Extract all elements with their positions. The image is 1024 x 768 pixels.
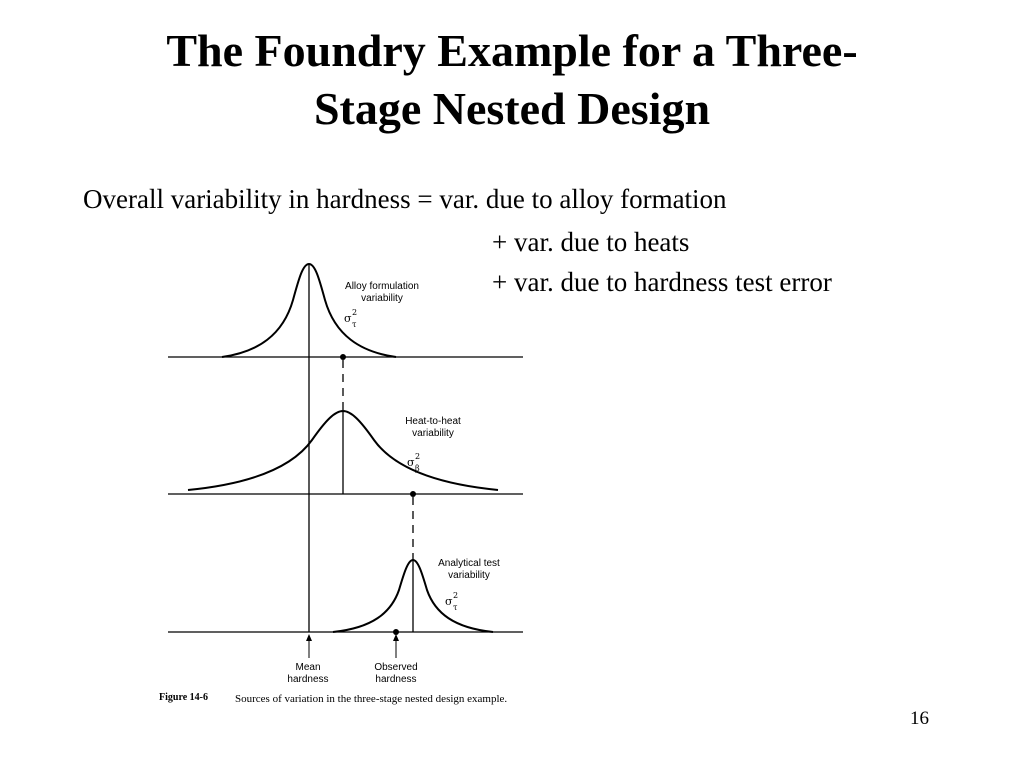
equation-line-2: + var. due to heats	[492, 227, 690, 257]
panel-2-sigma: σ	[407, 456, 415, 469]
panel-3-sigma: σ	[445, 595, 453, 608]
panel-2-sigma-sup: 2	[415, 452, 420, 461]
panel-3-sigma-sub: τ	[453, 603, 458, 612]
observed-hardness-dot	[393, 629, 399, 635]
page-number: 16	[910, 708, 929, 729]
panel-1-label-line-1: Alloy formulation	[345, 281, 419, 292]
panel-2-sigma-sub: β	[415, 464, 420, 473]
figure-caption: Sources of variation in the three-stage …	[235, 693, 507, 705]
slide-title-line-1: The Foundry Example for a Three-	[166, 25, 858, 76]
panel-2-label-line-2: variability	[412, 428, 454, 439]
panel-2-sample-dot	[410, 491, 416, 497]
observed-arrow-icon	[393, 634, 399, 641]
panel-2-label-line-1: Heat-to-heat	[405, 416, 461, 427]
panel-1-sigma-sub: τ	[352, 320, 357, 329]
mean-arrow-icon	[306, 634, 312, 641]
slide-title: The Foundry Example for a Three- Stage N…	[0, 22, 1024, 138]
panel-3-label-line-2: variability	[448, 570, 490, 581]
slide-title-line-2: Stage Nested Design	[313, 83, 711, 134]
figure-number: Figure 14-6	[159, 692, 208, 703]
equation-line-3: + var. due to hardness test error	[492, 267, 832, 297]
observed-hardness-label-line-1: Observed	[374, 662, 417, 673]
panel-1-sample-dot	[340, 354, 346, 360]
panel-1-sigma-sup: 2	[352, 308, 357, 317]
panel-1-sigma: σ	[344, 312, 352, 325]
panel-3-label-line-1: Analytical test	[438, 558, 500, 569]
mean-hardness-label-line-2: hardness	[287, 674, 328, 685]
panel-3-sigma-sup: 2	[453, 591, 458, 600]
observed-hardness-label-line-2: hardness	[375, 674, 416, 685]
equation-line-1: Overall variability in hardness = var. d…	[83, 184, 727, 214]
mean-hardness-label-line-1: Mean	[295, 662, 320, 673]
panel-1-label-line-2: variability	[361, 293, 403, 304]
